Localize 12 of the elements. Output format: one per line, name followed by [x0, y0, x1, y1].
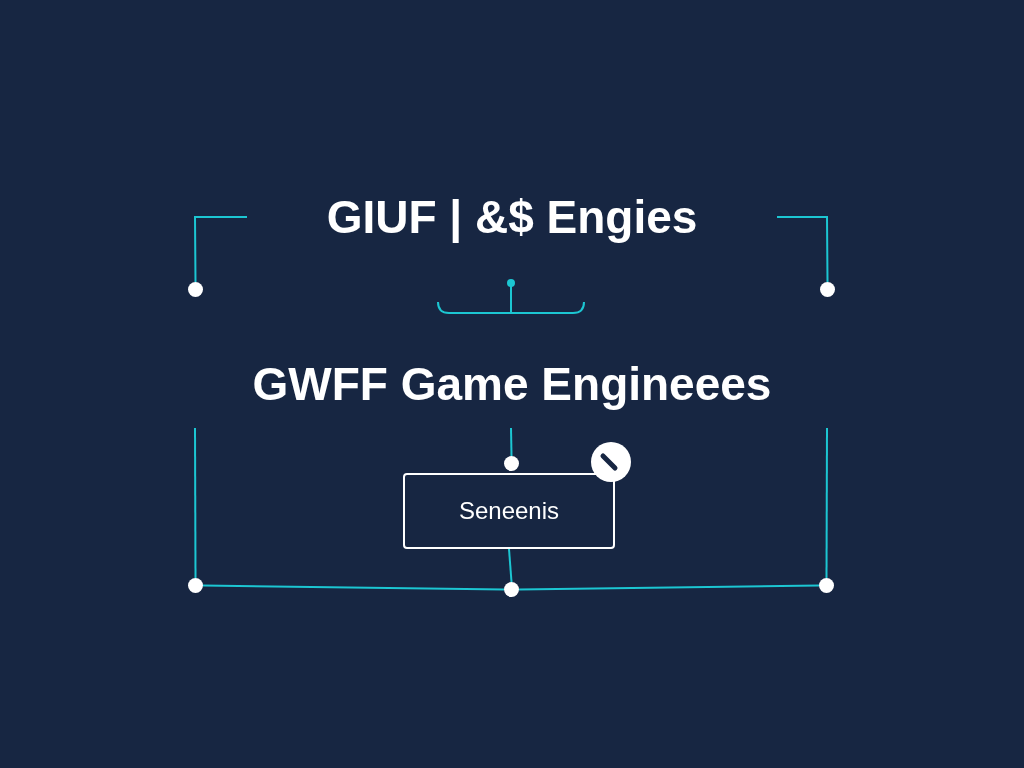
- title: GIUF | &$ Engies: [325, 190, 699, 244]
- connector-line: [194, 216, 248, 283]
- heading-text: GWFF Game Engineees: [251, 357, 773, 411]
- connector-line: [202, 584, 505, 591]
- connector-line: [776, 216, 829, 283]
- connector-line: [518, 584, 820, 591]
- connector-line: [194, 427, 197, 579]
- process-box: [403, 473, 615, 549]
- connector-line: [508, 548, 513, 583]
- connector-line: [825, 427, 828, 579]
- connector-line: [510, 427, 513, 457]
- box-label: Seneenis: [458, 496, 560, 526]
